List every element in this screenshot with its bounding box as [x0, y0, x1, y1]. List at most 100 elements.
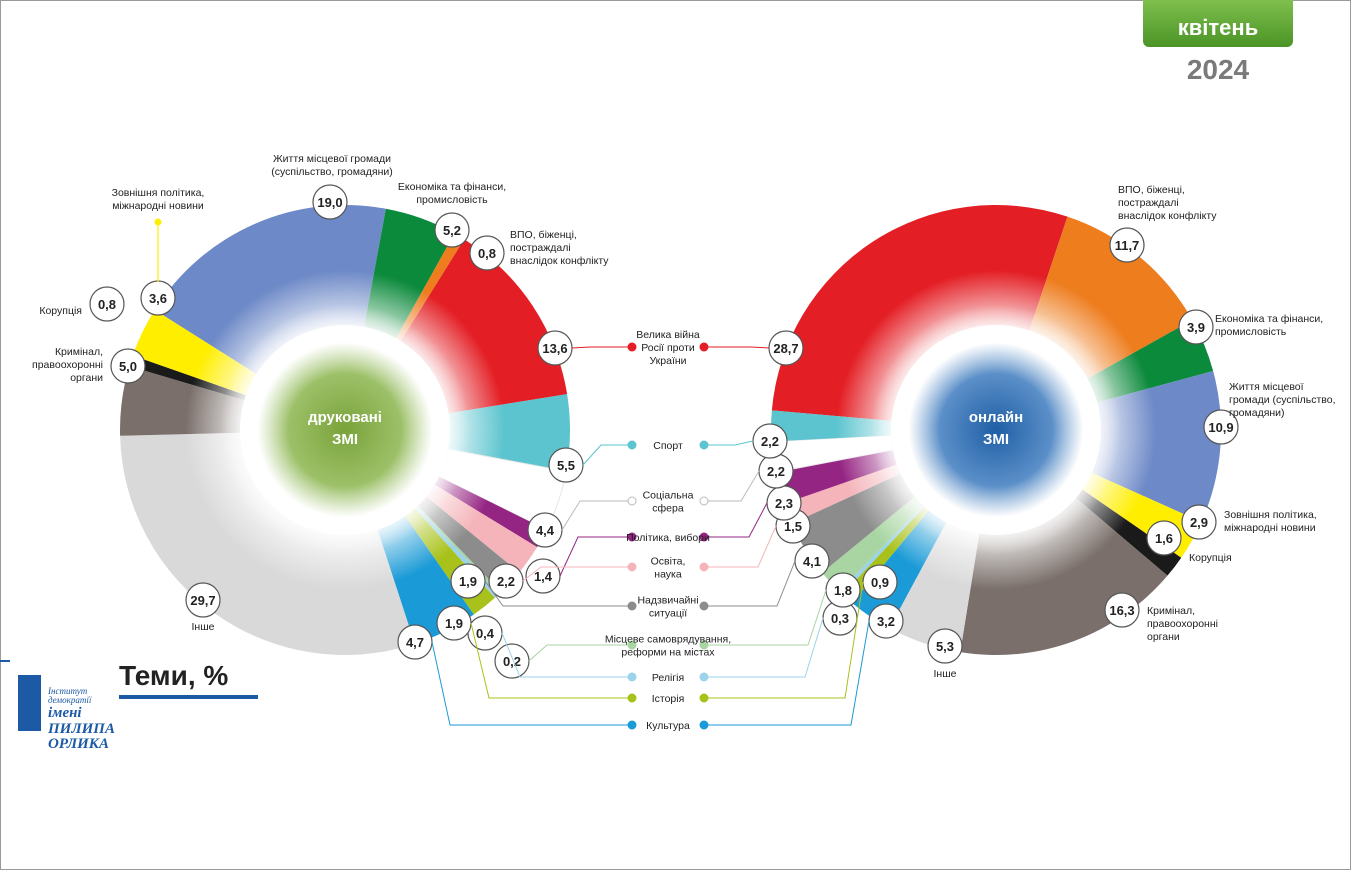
svg-text:16,3: 16,3	[1109, 603, 1134, 618]
print-value-economy: 5,2	[434, 212, 470, 248]
svg-text:внаслідок конфлікту: внаслідок конфлікту	[1118, 210, 1217, 222]
svg-text:2,2: 2,2	[767, 464, 785, 479]
online-value-social: 2,2	[758, 453, 794, 489]
svg-text:ЗМІ: ЗМІ	[983, 431, 1009, 448]
print-value-crime: 5,0	[110, 348, 146, 384]
online-value-other: 5,3	[927, 628, 963, 664]
legend-label-education: Освіта,наука	[651, 556, 686, 581]
print-value-education: 2,2	[488, 563, 524, 599]
print-label-community: Життя місцевої громади(суспільство, гром…	[271, 153, 392, 178]
legend-dot-left-politics	[627, 532, 637, 542]
print-value-politics: 1,4	[525, 558, 561, 594]
svg-text:0,2: 0,2	[503, 654, 521, 669]
svg-text:Кримінал,: Кримінал,	[1147, 605, 1195, 617]
connector-online-history	[708, 581, 864, 699]
divider	[0, 660, 10, 662]
svg-text:0,9: 0,9	[871, 575, 889, 590]
svg-text:2,3: 2,3	[775, 496, 793, 511]
print-label-corruption: Корупція	[39, 305, 82, 317]
legend-dot-left-social	[627, 496, 637, 506]
connector-online-education	[708, 525, 777, 568]
print-foreign-pin-dot	[154, 218, 162, 226]
svg-text:29,7: 29,7	[190, 593, 215, 608]
legend-label-religion: Релігія	[652, 672, 684, 684]
svg-text:0,4: 0,4	[476, 626, 495, 641]
svg-text:Інше: Інше	[192, 621, 215, 633]
online-value-idp: 11,7	[1109, 227, 1145, 263]
svg-text:19,0: 19,0	[317, 195, 342, 210]
online-value-religion: 0,3	[822, 600, 858, 636]
print-value-other: 29,7	[185, 582, 221, 618]
print-value-sport: 5,5	[548, 447, 584, 483]
svg-text:3,2: 3,2	[877, 614, 895, 629]
svg-text:ситуації: ситуації	[649, 608, 687, 620]
legend-dot-right-emergency	[699, 601, 709, 611]
svg-text:1,9: 1,9	[445, 616, 463, 631]
svg-text:громади (суспільство,: громади (суспільство,	[1229, 394, 1336, 406]
svg-text:5,0: 5,0	[119, 359, 137, 374]
print-label-foreign: Зовнішня політика,міжнародні новини	[112, 187, 205, 212]
connector-print-sport	[582, 444, 628, 466]
svg-text:28,7: 28,7	[773, 341, 798, 356]
svg-text:1,4: 1,4	[534, 569, 553, 584]
svg-text:Спорт: Спорт	[653, 440, 683, 452]
svg-text:Історія: Історія	[652, 693, 685, 705]
legend-dot-left-culture	[627, 720, 637, 730]
legend-dot-left-war	[627, 342, 637, 352]
print-value-culture: 4,7	[397, 624, 433, 660]
legend-label-culture: Культура	[646, 720, 690, 732]
connector-print-culture	[431, 641, 628, 726]
online-value-history: 0,9	[862, 564, 898, 600]
svg-text:Політика, вибори: Політика, вибори	[626, 532, 710, 544]
legend-dot-right-history	[699, 693, 709, 703]
legend-dot-right-war	[699, 342, 709, 352]
online-value-community: 10,9	[1203, 409, 1239, 445]
legend-dot-left-sport	[627, 440, 637, 450]
svg-text:громадяни): громадяни)	[1229, 407, 1285, 419]
online-value-crime: 16,3	[1104, 592, 1140, 628]
svg-text:1,8: 1,8	[834, 583, 852, 598]
print-value-foreign: 3,6	[140, 280, 176, 316]
online-value-sport: 2,2	[752, 423, 788, 459]
svg-text:ВПО, біженці,: ВПО, біженці,	[510, 229, 577, 241]
svg-text:2,2: 2,2	[497, 574, 515, 589]
legend-dot-right-education	[699, 562, 709, 572]
logo-emblem-icon	[18, 675, 41, 731]
svg-text:правоохоронні: правоохоронні	[1147, 618, 1218, 630]
legend-label-politics: Політика, вибори	[626, 532, 710, 544]
institute-logo: Інститут демократії імені ПИЛИПА ОРЛИКА	[18, 675, 128, 752]
online-label-other: Інше	[934, 668, 957, 680]
svg-text:правоохоронні: правоохоронні	[32, 359, 103, 371]
connector-online-social	[708, 470, 760, 502]
connector-print-war	[571, 346, 628, 349]
legend-label-selfgov: Місцеве самоврядування,реформи на містах	[605, 634, 731, 659]
legend-dot-right-sport	[699, 440, 709, 450]
svg-text:Велика війна: Велика війна	[636, 329, 700, 341]
connector-print-history	[470, 622, 628, 699]
svg-text:4,1: 4,1	[803, 554, 821, 569]
svg-text:внаслідок конфлікту: внаслідок конфлікту	[510, 255, 609, 267]
svg-text:органи: органи	[70, 372, 103, 384]
print-label-economy: Економіка та фінанси,промисловість	[398, 181, 506, 206]
connector-print-education	[522, 566, 628, 582]
svg-text:0,8: 0,8	[478, 246, 496, 261]
svg-text:1,9: 1,9	[459, 574, 477, 589]
svg-text:Економіка та фінанси,: Економіка та фінанси,	[398, 181, 506, 193]
online-center-disc	[871, 305, 1121, 555]
svg-text:України: України	[649, 355, 686, 367]
month-tab: квітень	[1143, 0, 1293, 47]
svg-text:органи: органи	[1147, 631, 1180, 643]
legend-dot-left-selfgov	[627, 640, 637, 650]
svg-text:0,8: 0,8	[98, 297, 116, 312]
print-value-idp: 0,8	[469, 235, 505, 271]
legend-dot-left-history	[627, 693, 637, 703]
svg-text:Життя місцевої громади: Життя місцевої громади	[273, 153, 391, 165]
print-value-war: 13,6	[537, 330, 573, 366]
svg-text:0,3: 0,3	[831, 611, 849, 626]
connector-online-emergency	[708, 560, 796, 607]
svg-text:ЗМІ: ЗМІ	[332, 431, 358, 448]
